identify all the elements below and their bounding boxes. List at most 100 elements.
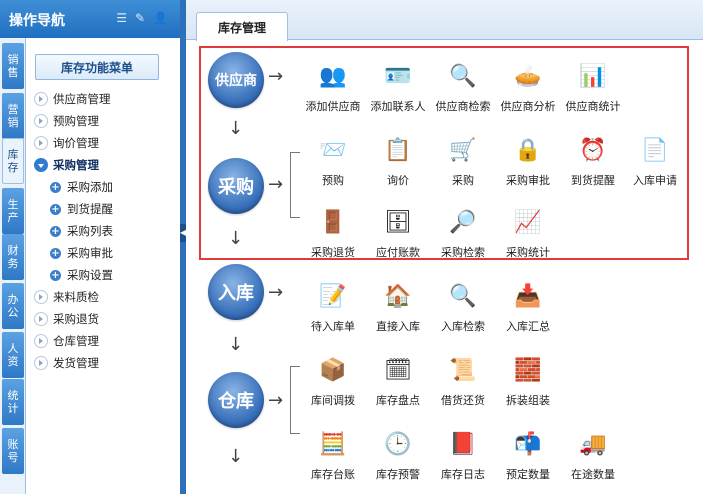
tree-item-inquiry[interactable]: 询价管理 [34,132,180,154]
expand-icon[interactable] [34,92,48,106]
module-tabs: 销售 营销 库存 生产 财务 办公 人资 统计 账号 [0,38,26,494]
box-transfer-icon: 📦 [319,358,347,383]
bracket [290,152,300,218]
func-purchase-return[interactable]: 🚪采购退货 [311,210,355,259]
people-add-icon: 👥 [319,64,347,89]
lock-icon: 🔒 [514,138,542,163]
menu-title-button[interactable]: 库存功能菜单 [35,54,159,80]
expand-icon[interactable] [34,334,48,348]
expand-icon[interactable] [34,114,48,128]
func-purchase-search[interactable]: 🔎采购检索 [441,210,485,259]
tab-finance[interactable]: 财务 [2,234,24,280]
func-pending-stockin[interactable]: 📝待入库单 [311,284,355,333]
scroll-icon: 📜 [449,358,477,383]
tree-item-incoming-qc[interactable]: 来料质检 [34,286,180,308]
tab-statistics[interactable]: 统计 [2,379,24,425]
tab-inventory[interactable]: 库存 [2,138,24,184]
highlight-box [199,46,689,260]
func-supplier-statistics[interactable]: 📊供应商统计 [565,64,621,113]
arrow-down-icon: ↓ [228,334,244,355]
func-inventory-ledger[interactable]: 🧮库存台账 [311,432,355,481]
func-accounts-payable[interactable]: 🗄应付账款 [376,210,420,259]
tree-item-purchase-list[interactable]: +采购列表 [50,224,113,238]
tree-item-supplier[interactable]: 供应商管理 [34,88,180,110]
user-search-icon: 🔍 [449,64,477,89]
node-stockin[interactable]: 入库 [208,264,264,320]
abacus-icon: 🧮 [319,432,347,457]
nav-header: 操作导航 ☰ ✎ 👤 [0,0,180,38]
func-add-contact[interactable]: 🪪添加联系人 [370,64,426,113]
tab-marketing[interactable]: 营销 [2,93,24,139]
func-supplier-search[interactable]: 🔍供应商检索 [435,64,491,113]
func-arrival-reminder[interactable]: ⏰到货提醒 [571,138,615,187]
func-inventory-log[interactable]: 📕库存日志 [441,432,485,481]
panel-splitter[interactable] [180,0,186,494]
func-stockin-request[interactable]: 📄入库申请 [633,138,677,187]
nav-tools: ☰ ✎ 👤 [116,11,168,25]
plus-icon: + [50,181,61,193]
func-stockin-search[interactable]: 🔍入库检索 [441,284,485,333]
tab-production[interactable]: 生产 [2,188,24,234]
bar-chart-icon: 📊 [579,64,607,89]
tab-office[interactable]: 办公 [2,283,24,329]
contact-add-icon: 🪪 [384,64,412,89]
tab-inventory-management[interactable]: 库存管理 [196,12,288,41]
clock-icon: 🕒 [384,432,412,457]
document-search-icon: 🔎 [449,210,477,235]
tab-sales[interactable]: 销售 [2,43,24,89]
expand-icon[interactable] [34,312,48,326]
func-purchase-approval[interactable]: 🔒采购审批 [506,138,550,187]
func-add-supplier[interactable]: 👥添加供应商 [305,64,361,113]
func-assembly[interactable]: 🧱拆装组装 [506,358,550,407]
pie-chart-icon: 🥧 [514,64,542,89]
tab-hr[interactable]: 人资 [2,332,24,378]
list-icon[interactable]: ☰ [116,11,127,25]
plus-icon: + [50,269,61,281]
cart-icon: 🛒 [449,138,477,163]
truck-icon: 🚚 [579,432,607,457]
tree-item-shipping[interactable]: 发货管理 [34,352,180,374]
func-prepurchase[interactable]: 📨预购 [319,138,347,187]
tree-item-warehouse[interactable]: 仓库管理 [34,330,180,352]
func-in-transit-quantity[interactable]: 🚚在途数量 [571,432,615,481]
func-inventory-alert[interactable]: 🕒库存预警 [376,432,420,481]
envelope-icon: 📨 [319,138,347,163]
func-stocktake[interactable]: 🗓库存盘点 [376,358,420,407]
book-icon: 📕 [449,432,477,457]
tree-item-purchase-return[interactable]: 采购退货 [34,308,180,330]
collapse-arrow-icon[interactable]: ◀ [180,224,186,242]
node-supplier[interactable]: 供应商 [208,52,264,108]
func-purchase-statistics[interactable]: 📈采购统计 [506,210,550,259]
tree-item-purchase-settings[interactable]: +采购设置 [50,268,113,282]
clipboard-icon: 📄 [641,138,669,163]
tree-item-purchase-add[interactable]: +采购添加 [50,180,113,194]
tree-item-purchase-approval[interactable]: +采购审批 [50,246,113,260]
expand-icon[interactable] [34,356,48,370]
tree-item-prepurchase[interactable]: 预购管理 [34,110,180,132]
tab-account[interactable]: 账号 [2,428,24,474]
tree-panel: 库存功能菜单 供应商管理 预购管理 询价管理 采购管理 +采购添加 +到货提醒 … [26,38,180,494]
node-warehouse[interactable]: 仓库 [208,372,264,428]
plus-icon: + [50,225,61,237]
bracket [290,366,300,434]
tree-item-purchase[interactable]: 采购管理 [34,154,180,176]
expand-icon[interactable] [34,136,48,150]
func-transfer[interactable]: 📦库间调拨 [311,358,355,407]
report-chart-icon: 📈 [514,210,542,235]
arrow-right-icon: → [268,66,284,87]
func-inquiry[interactable]: 📋询价 [384,138,412,187]
collapse-icon[interactable] [34,158,48,172]
tree-item-arrival-reminder[interactable]: +到货提醒 [50,202,113,216]
func-supplier-analysis[interactable]: 🥧供应商分析 [500,64,556,113]
expand-icon[interactable] [34,290,48,304]
house-icon: 🏠 [384,284,412,309]
func-purchase[interactable]: 🛒采购 [449,138,477,187]
func-direct-stockin[interactable]: 🏠直接入库 [376,284,420,333]
node-purchase[interactable]: 采购 [208,158,264,214]
func-borrow-return[interactable]: 📜借货还货 [441,358,485,407]
func-stockin-summary[interactable]: 📥入库汇总 [506,284,550,333]
wrench-icon[interactable]: ✎ [134,11,146,25]
user-icon[interactable]: 👤 [153,11,168,25]
nav-title: 操作导航 [9,13,65,29]
func-reserved-quantity[interactable]: 📬预定数量 [506,432,550,481]
